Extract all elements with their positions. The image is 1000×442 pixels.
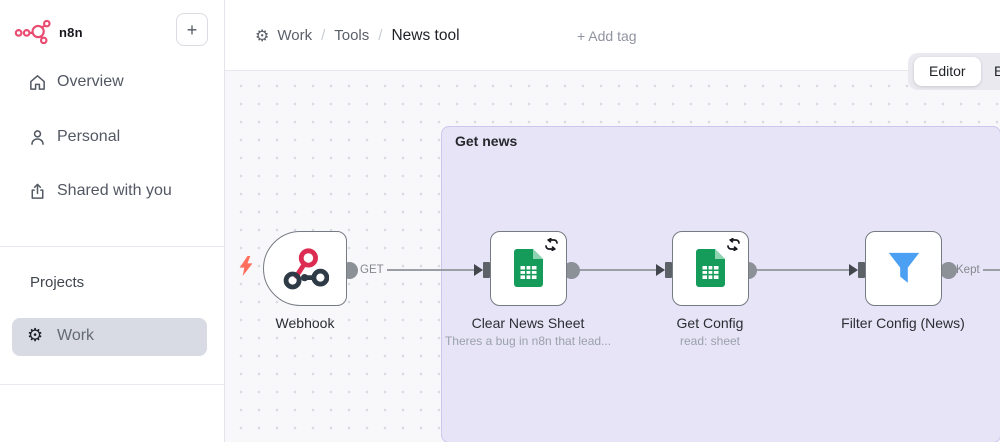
sidebar-item-overview[interactable]: Overview [0, 64, 225, 100]
top-bar: ⚙ Work / Tools / News tool + Add tag [225, 0, 1000, 71]
node-clear-news-sheet[interactable] [490, 231, 567, 306]
node-label-filter-config-news[interactable]: Filter Config (News) [793, 315, 1000, 331]
node-filter-config-news[interactable] [865, 231, 942, 306]
home-icon [28, 73, 47, 92]
breadcrumb-workflow-name[interactable]: News tool [391, 27, 459, 45]
sidebar-item-label: Work [57, 327, 94, 345]
breadcrumb-folder[interactable]: Tools [334, 27, 369, 44]
node-subtitle-get-config: read: sheet [590, 334, 830, 348]
n8n-logo-icon [14, 18, 52, 46]
node-get-config[interactable] [672, 231, 749, 306]
tab-editor[interactable]: Editor [914, 57, 981, 86]
node-label-get-config[interactable]: Get Config [600, 315, 820, 331]
webhook-icon [283, 247, 329, 291]
input-port[interactable] [665, 262, 672, 278]
add-tag-button[interactable]: + Add tag [577, 28, 637, 44]
add-workflow-button[interactable]: + [176, 13, 208, 46]
gear-icon: ⚙ [255, 26, 269, 46]
google-sheets-icon [514, 249, 543, 287]
arrowhead [474, 264, 483, 276]
arrowhead [849, 264, 858, 276]
sidebar-item-label: Overview [57, 73, 124, 91]
sidebar-divider [0, 246, 224, 247]
sidebar-divider [0, 384, 224, 385]
sidebar-item-work-selected[interactable]: ⚙ Work [12, 318, 207, 356]
wire-label-kept: Kept [953, 262, 983, 278]
user-icon [28, 128, 47, 147]
input-port[interactable] [858, 262, 865, 278]
breadcrumb-project[interactable]: Work [277, 27, 312, 44]
breadcrumb: ⚙ Work / Tools / News tool [255, 0, 460, 71]
projects-header: Projects [30, 274, 84, 291]
breadcrumb-separator: / [321, 27, 325, 44]
loop-icon [544, 238, 559, 251]
input-port[interactable] [483, 262, 490, 278]
google-sheets-icon [696, 249, 725, 287]
wire-label-get: GET [357, 262, 387, 278]
wire-getconfig-to-filter [748, 269, 849, 271]
logo[interactable]: n8n [14, 18, 83, 46]
group-label[interactable]: Get news [455, 133, 517, 149]
share-icon [28, 182, 47, 201]
editor-executions-tabs: Editor Executions [908, 53, 1000, 90]
tab-executions[interactable]: Executions [994, 57, 1000, 86]
sidebar-item-label: Personal [57, 128, 120, 146]
logo-text: n8n [59, 25, 83, 40]
gear-icon: ⚙ [27, 325, 43, 346]
node-webhook[interactable] [263, 231, 347, 306]
arrowhead [656, 264, 665, 276]
sidebar-item-shared-with-you[interactable]: Shared with you [0, 173, 225, 209]
wire-clear-to-getconfig [571, 269, 656, 271]
sidebar: n8n + Overview Personal [0, 0, 225, 442]
sidebar-item-personal[interactable]: Personal [0, 119, 225, 155]
node-label-webhook[interactable]: Webhook [195, 315, 415, 331]
trigger-lightning-icon [238, 256, 254, 276]
sidebar-item-label: Shared with you [57, 182, 172, 200]
breadcrumb-separator: / [378, 27, 382, 44]
loop-icon [726, 238, 741, 251]
filter-icon [885, 250, 923, 288]
output-port-filter[interactable] [940, 262, 957, 279]
